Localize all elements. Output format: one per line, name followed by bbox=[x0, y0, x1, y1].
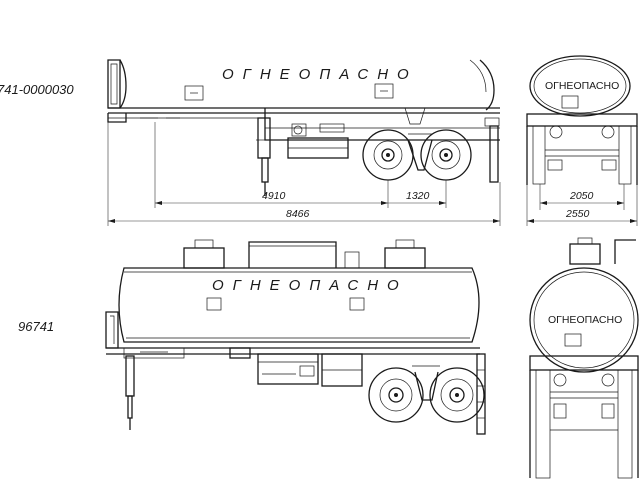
bottom-model-label: 96741 bbox=[18, 319, 54, 334]
bottom-tank-body bbox=[118, 267, 480, 343]
bottom-rear-view: ОГНЕОПАСНО bbox=[529, 237, 639, 479]
dim-kingpin-to-axle: 4910 bbox=[262, 190, 286, 202]
bottom-side-view: 96741 ОГНЕОПАСНО bbox=[18, 239, 486, 435]
top-rear-oval-warning: ОГНЕОПАСНО bbox=[545, 80, 619, 92]
top-rear-view: ОГНЕОПАСНО 2050 2550 bbox=[526, 55, 638, 226]
top-side-view: 741-0000030 ОГНЕОПАСНО bbox=[0, 59, 501, 226]
top-dimensions: 4910 1320 8466 bbox=[107, 122, 501, 226]
bottom-tank-warning: ОГНЕОПАСНО bbox=[212, 277, 408, 294]
bottom-landing-gear bbox=[125, 355, 135, 430]
bottom-rear-oval-warning: ОГНЕОПАСНО bbox=[548, 314, 622, 326]
bottom-wheel-rear bbox=[429, 367, 485, 423]
top-model-label: 741-0000030 bbox=[0, 82, 74, 97]
top-tank-warning: ОГНЕОПАСНО bbox=[222, 66, 418, 83]
dim-axle-spacing: 1320 bbox=[406, 190, 430, 202]
dim-total-length: 8466 bbox=[286, 208, 310, 220]
dim-track-width: 2050 bbox=[569, 190, 594, 202]
dim-overall-width: 2550 bbox=[565, 208, 590, 220]
top-landing-gear bbox=[256, 117, 272, 196]
bottom-wheel-front bbox=[368, 367, 424, 423]
top-wheel-front bbox=[362, 129, 414, 181]
